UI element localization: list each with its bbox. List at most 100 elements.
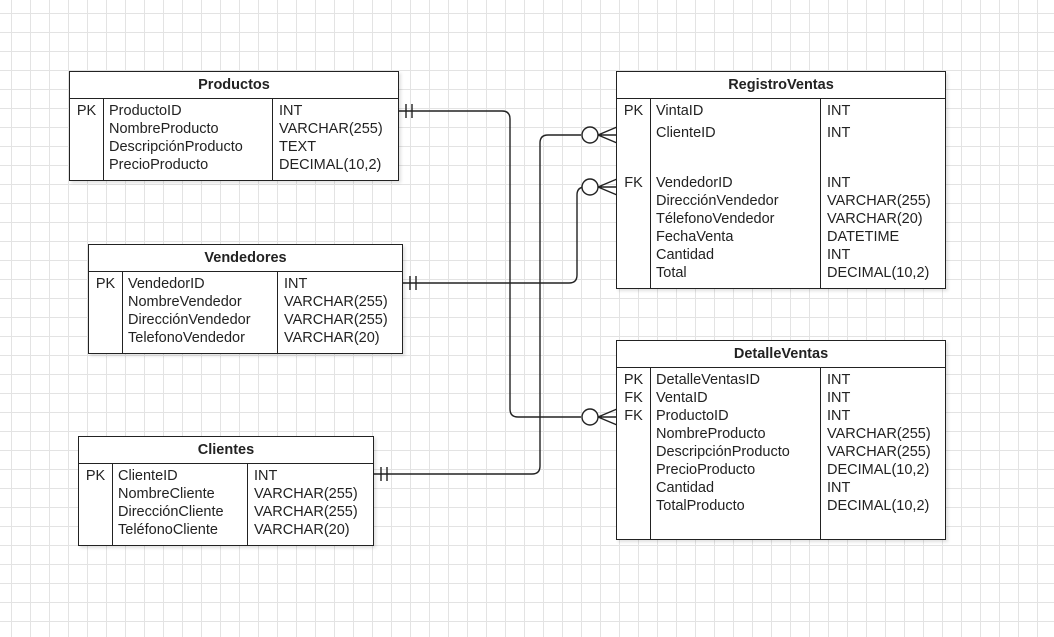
- field-type[interactable]: VARCHAR(255): [254, 504, 358, 520]
- field-type[interactable]: INT: [827, 247, 851, 263]
- field-name[interactable]: NombreVendedor: [128, 294, 242, 310]
- field-type[interactable]: DATETIME: [827, 229, 900, 245]
- field-name[interactable]: TelefonoVendedor: [128, 330, 245, 346]
- field-type[interactable]: DECIMAL(10,2): [827, 265, 930, 281]
- field-name[interactable]: Cantidad: [656, 480, 715, 496]
- type-column: INT VARCHAR(255) VARCHAR(255) VARCHAR(20…: [278, 272, 402, 353]
- field-type[interactable]: INT: [827, 390, 851, 406]
- field-type[interactable]: DECIMAL(10,2): [827, 498, 930, 514]
- field-name[interactable]: ProductoID: [109, 103, 182, 119]
- field-type[interactable]: INT: [827, 175, 851, 191]
- field-name[interactable]: Cantidad: [656, 247, 715, 263]
- field-name[interactable]: DescripciónProducto: [656, 444, 790, 460]
- field-type[interactable]: VARCHAR(255): [254, 486, 358, 502]
- connector-clientes-registroventas[interactable]: [373, 134, 581, 475]
- field-type[interactable]: INT: [284, 276, 308, 292]
- connector-vendedores-registroventas[interactable]: [402, 186, 586, 284]
- field-type[interactable]: INT: [279, 103, 303, 119]
- type-column: INT VARCHAR(255) VARCHAR(255) VARCHAR(20…: [248, 464, 373, 545]
- field-name[interactable]: VendedorID: [656, 175, 733, 191]
- field-type[interactable]: VARCHAR(255): [279, 121, 383, 137]
- key-cell: [617, 210, 650, 228]
- field-name[interactable]: TélefonoVendedor: [656, 211, 775, 227]
- field-type[interactable]: VARCHAR(255): [827, 426, 931, 442]
- field-type[interactable]: VARCHAR(20): [827, 211, 923, 227]
- entity-body: PK FK VintaID ClienteID VendedorID Direc…: [617, 99, 945, 288]
- entity-detalleventas[interactable]: DetalleVentas PK FK FK DetalleVentasID V…: [616, 340, 946, 540]
- field-type[interactable]: VARCHAR(255): [827, 193, 931, 209]
- type-column: INT INT INT VARCHAR(255) VARCHAR(20) DAT…: [821, 99, 945, 288]
- entity-title: Vendedores: [89, 245, 402, 272]
- key-cell: [617, 497, 650, 515]
- key-cell: PK: [85, 468, 106, 484]
- key-column: PK FK: [617, 99, 651, 288]
- field-type[interactable]: INT: [827, 480, 851, 496]
- field-type[interactable]: INT: [827, 103, 851, 119]
- key-column: PK: [89, 272, 123, 353]
- field-name[interactable]: PrecioProducto: [656, 462, 756, 478]
- field-type[interactable]: DECIMAL(10,2): [279, 157, 382, 173]
- field-name[interactable]: DescripciónProducto: [109, 139, 243, 155]
- key-cell: FK: [624, 390, 643, 406]
- field-name[interactable]: FechaVenta: [656, 229, 734, 245]
- field-name[interactable]: DirecciónCliente: [118, 504, 224, 520]
- field-type[interactable]: VARCHAR(20): [284, 330, 380, 346]
- key-column: PK: [79, 464, 113, 545]
- field-type[interactable]: INT: [827, 372, 851, 388]
- field-name[interactable]: TeléfonoCliente: [118, 522, 218, 538]
- key-cell: [70, 156, 103, 174]
- field-type[interactable]: VARCHAR(255): [284, 312, 388, 328]
- field-name[interactable]: Total: [656, 265, 687, 281]
- field-type[interactable]: INT: [827, 408, 851, 424]
- key-cell: [89, 311, 122, 329]
- key-cell: [617, 120, 650, 142]
- entity-vendedores[interactable]: Vendedores PK VendedorID NombreVendedor …: [88, 244, 403, 354]
- name-column: DetalleVentasID VentaID ProductoID Nombr…: [651, 368, 821, 539]
- zero-optional-marker: [581, 126, 599, 144]
- entity-title: Productos: [70, 72, 398, 99]
- key-cell: PK: [623, 103, 644, 119]
- field-type[interactable]: INT: [827, 125, 851, 141]
- entity-clientes[interactable]: Clientes PK ClienteID NombreCliente Dire…: [78, 436, 374, 546]
- type-column: INT INT INT VARCHAR(255) VARCHAR(255) DE…: [821, 368, 945, 539]
- type-column: INT VARCHAR(255) TEXT DECIMAL(10,2): [273, 99, 398, 180]
- field-name[interactable]: DirecciónVendedor: [128, 312, 251, 328]
- field-type[interactable]: VARCHAR(255): [284, 294, 388, 310]
- field-name[interactable]: DetalleVentasID: [656, 372, 760, 388]
- field-name[interactable]: TotalProducto: [656, 498, 745, 514]
- field-type[interactable]: VARCHAR(20): [254, 522, 350, 538]
- entity-registroventas[interactable]: RegistroVentas PK FK VintaID ClienteID V…: [616, 71, 946, 289]
- field-name[interactable]: ProductoID: [656, 408, 729, 424]
- field-name[interactable]: NombreProducto: [656, 426, 766, 442]
- zero-optional-marker: [581, 178, 599, 196]
- name-column: VendedorID NombreVendedor DirecciónVende…: [123, 272, 278, 353]
- field-name[interactable]: NombreProducto: [109, 121, 219, 137]
- field-name[interactable]: VendedorID: [128, 276, 205, 292]
- crows-foot-many-marker: [597, 178, 618, 196]
- zero-optional-marker: [581, 408, 599, 426]
- field-type[interactable]: DECIMAL(10,2): [827, 462, 930, 478]
- key-column: PK FK FK: [617, 368, 651, 539]
- field-name[interactable]: ClienteID: [118, 468, 178, 484]
- field-name: [656, 142, 820, 174]
- connector-productos-detalleventas[interactable]: [398, 110, 581, 418]
- key-cell: [617, 479, 650, 497]
- key-cell: [89, 293, 122, 311]
- field-type[interactable]: VARCHAR(255): [827, 444, 931, 460]
- key-cell: [79, 485, 112, 503]
- field-name[interactable]: ClienteID: [656, 125, 716, 141]
- crows-foot-many-marker: [597, 126, 618, 144]
- field-name[interactable]: PrecioProducto: [109, 157, 209, 173]
- field-name[interactable]: VentaID: [656, 390, 708, 406]
- field-type: [827, 142, 945, 174]
- field-type[interactable]: INT: [254, 468, 278, 484]
- field-name[interactable]: NombreCliente: [118, 486, 215, 502]
- entity-body: PK ClienteID NombreCliente DirecciónClie…: [79, 464, 373, 545]
- field-type[interactable]: TEXT: [279, 139, 317, 155]
- field-name[interactable]: VintaID: [656, 103, 704, 119]
- field-name[interactable]: DirecciónVendedor: [656, 193, 779, 209]
- key-cell: [79, 503, 112, 521]
- crows-foot-many-marker: [597, 408, 618, 426]
- entity-productos[interactable]: Productos PK ProductoID NombreProducto D…: [69, 71, 399, 181]
